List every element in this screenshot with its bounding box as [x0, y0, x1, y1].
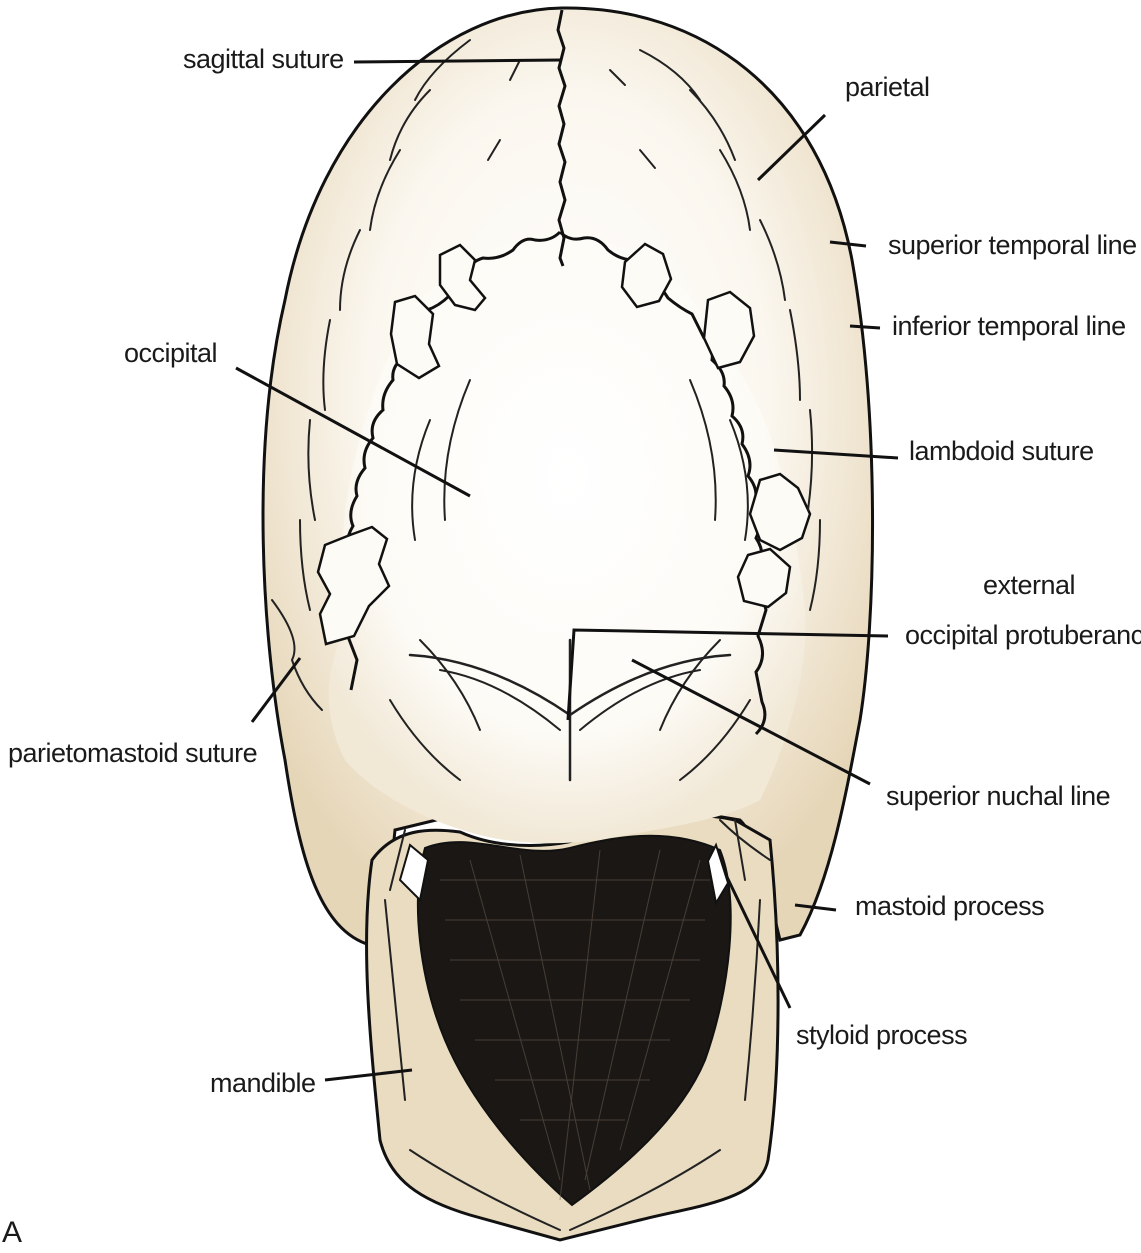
label-inferior-temporal-line: inferior temporal line	[892, 313, 1126, 340]
panel-letter: A	[2, 1218, 22, 1248]
label-occipital: occipital	[124, 340, 217, 367]
label-occipital-protuberance: occipital protuberance	[905, 622, 1141, 649]
label-external: external	[983, 572, 1075, 599]
label-lambdoid-suture: lambdoid suture	[909, 438, 1094, 465]
label-parietomastoid-suture: parietomastoid suture	[8, 740, 257, 767]
label-mandible: mandible	[210, 1070, 316, 1097]
label-sagittal-suture: sagittal suture	[183, 46, 344, 73]
leader-sagittal-suture	[354, 60, 562, 62]
leader-inferior-temporal-line	[850, 326, 880, 328]
label-superior-temporal-line: superior temporal line	[888, 232, 1137, 259]
label-styloid-process: styloid process	[796, 1022, 967, 1049]
label-parietal: parietal	[845, 74, 930, 101]
label-mastoid-process: mastoid process	[855, 893, 1044, 920]
label-superior-nuchal-line: superior nuchal line	[886, 783, 1110, 810]
